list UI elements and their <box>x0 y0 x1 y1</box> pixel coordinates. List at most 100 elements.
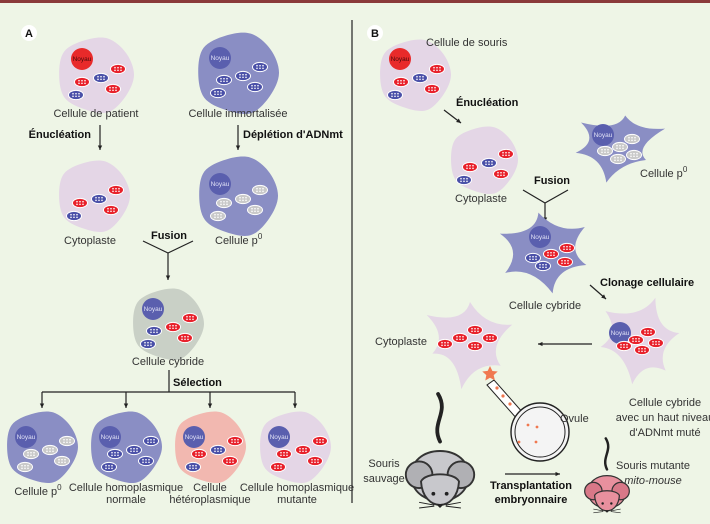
nucleus <box>99 426 121 448</box>
mitochondrion-body <box>612 141 628 153</box>
mtdna-dot <box>431 89 433 92</box>
mtdna-dot <box>153 328 155 331</box>
mtdna-dot <box>416 78 418 81</box>
mtdna-dot <box>505 151 507 154</box>
mitochondrion-body <box>110 63 126 75</box>
mtdna-dot <box>175 324 177 327</box>
mtdna-dot <box>49 447 51 450</box>
mitochondrion-body <box>557 256 573 268</box>
mtdna-dot <box>226 203 228 206</box>
mtdna-dot <box>111 464 113 467</box>
mtdna-dot <box>436 69 438 72</box>
mtdna-dot <box>198 454 200 457</box>
mtdna-dot <box>98 196 100 199</box>
mitochondrion-icon <box>210 210 226 222</box>
mtdna-dot <box>259 64 261 67</box>
mtdna-dot <box>181 338 183 341</box>
mtdna-dot <box>257 87 259 90</box>
mtdna-dot <box>259 187 261 190</box>
mtdna-dot <box>403 82 405 85</box>
mitochondrion-body <box>72 197 88 209</box>
mito-mouse-icon <box>584 437 630 514</box>
mitochondrion-body <box>481 157 497 169</box>
mtdna-dot <box>274 467 276 470</box>
arrow-head-icon <box>601 294 606 299</box>
mtdna-dot <box>601 148 603 151</box>
mitochondrion-icon <box>235 70 251 82</box>
mtdna-dot <box>226 461 228 464</box>
mitochondrion-icon <box>424 83 440 95</box>
mitochondrion-icon <box>108 184 124 196</box>
mitochondrion-body <box>467 324 483 336</box>
mitochondrion-icon <box>452 332 468 344</box>
mtdna-dot <box>262 190 264 193</box>
mtdna-dot <box>201 451 203 454</box>
nucleus <box>268 426 290 448</box>
mtdna-dot <box>214 213 216 216</box>
label-transplant-2: embryonnaire <box>495 494 568 506</box>
mtdna-dot <box>78 82 80 85</box>
mtdna-dot <box>223 77 225 80</box>
injected-mito-dot <box>501 394 505 398</box>
mtdna-dot <box>286 454 288 457</box>
mtdna-dot <box>169 327 171 330</box>
mtdna-dot <box>466 164 468 167</box>
mtdna-dot <box>245 76 247 79</box>
mtdna-dot <box>114 451 116 454</box>
mtdna-dot <box>24 467 26 470</box>
mtdna-dot <box>486 338 488 341</box>
mtdna-dot <box>70 216 72 219</box>
mtdna-dot <box>283 454 285 457</box>
mtdna-dot <box>474 343 476 346</box>
mtdna-dot <box>262 187 264 190</box>
mitochondrion-body <box>429 63 445 75</box>
mtdna-dot <box>400 79 402 82</box>
mtdna-dot <box>195 451 197 454</box>
mtdna-dot <box>46 447 48 450</box>
mitochondrion-body <box>535 260 551 272</box>
mtdna-dot <box>655 340 657 343</box>
arrow-head-icon <box>207 403 213 408</box>
mtdna-dot <box>192 318 194 321</box>
mtdna-dot <box>569 248 571 251</box>
mtdna-dot <box>82 200 84 203</box>
mitochondrion-icon <box>612 141 628 153</box>
mitochondrion-icon <box>165 321 181 333</box>
mtdna-dot <box>226 458 228 461</box>
mtdna-dot <box>644 332 646 335</box>
mtdna-dot <box>147 441 149 444</box>
mtdna-dot <box>636 152 638 155</box>
mitochondrion-icon <box>101 461 117 473</box>
nucleus-label: Noyau <box>101 434 120 441</box>
mtdna-dot <box>566 248 568 251</box>
mtdna-dot <box>46 450 48 453</box>
mtdna-dot <box>257 207 259 210</box>
mtdna-dot <box>508 154 510 157</box>
mtdna-dot <box>431 86 433 89</box>
mitochondrion-icon <box>626 149 642 161</box>
mtdna-dot <box>239 199 241 202</box>
mitochondrion-icon <box>634 344 650 356</box>
mtdna-dot <box>107 207 109 210</box>
mtdna-dot <box>111 454 113 457</box>
mtdna-dot <box>302 450 304 453</box>
mtdna-dot <box>652 343 654 346</box>
mtdna-dot <box>447 344 449 347</box>
mtdna-dot <box>251 84 253 87</box>
mitochondrion-icon <box>247 204 263 216</box>
mtdna-dot <box>251 87 253 90</box>
mtdna-dot <box>120 69 122 72</box>
mitochondrion-body <box>640 326 656 338</box>
mitochondrion-body <box>247 204 263 216</box>
mtdna-dot <box>641 350 643 353</box>
mtdna-dot <box>256 190 258 193</box>
mtdna-dot <box>633 155 635 158</box>
mitochondrion-icon <box>525 252 541 264</box>
mitochondrion-icon <box>210 444 226 456</box>
mtdna-dot <box>223 203 225 206</box>
mtdna-dot <box>477 343 479 346</box>
mitochondrion-body <box>610 153 626 165</box>
mtdna-dot <box>466 167 468 170</box>
mtdna-dot <box>136 450 138 453</box>
mtdna-dot <box>110 207 112 210</box>
